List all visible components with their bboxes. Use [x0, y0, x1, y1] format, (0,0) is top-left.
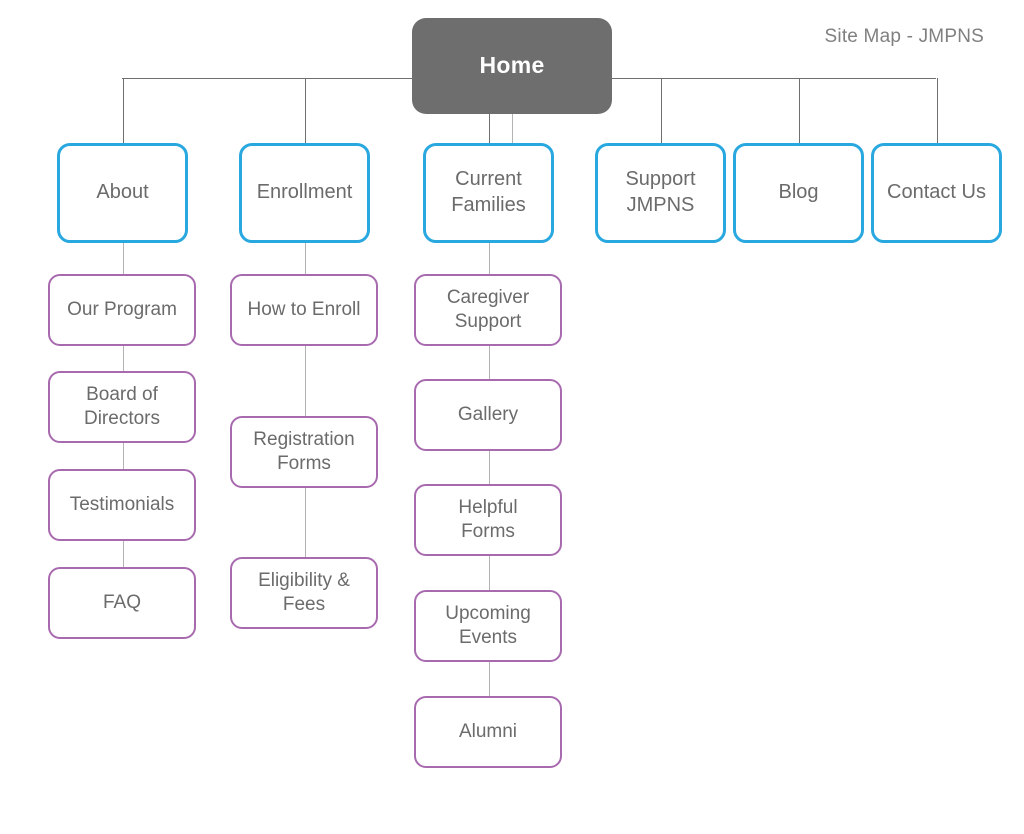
node-caregiver-support-label: Caregiver Support	[446, 286, 530, 332]
node-our-program-label: Our Program	[67, 298, 177, 320]
node-board-of-directors-label: Board of Directors	[83, 383, 160, 429]
node-current-families-label: Current Families	[451, 168, 526, 216]
node-enrollment[interactable]: Enrollment	[239, 143, 370, 243]
node-our-program[interactable]: Our Program	[48, 274, 196, 346]
connector-enrollment-2	[305, 488, 306, 557]
node-enrollment-label: Enrollment	[256, 181, 353, 204]
page-title: Site Map - JMPNS	[824, 26, 984, 47]
node-home[interactable]: Home	[412, 18, 612, 114]
connector-about-3	[123, 541, 124, 567]
connector-bus-to-blog	[799, 78, 800, 143]
connector-current-families-2	[489, 451, 490, 484]
connector-bus-to-enrollment	[305, 78, 306, 143]
connector-bus-to-contact-us	[937, 78, 938, 143]
node-about-label: About	[96, 181, 149, 204]
node-support-jmpns[interactable]: Support JMPNS	[595, 143, 726, 243]
node-support-jmpns-label: Support JMPNS	[625, 168, 696, 216]
node-blog-label: Blog	[778, 181, 819, 204]
node-contact-us-label: Contact Us	[887, 181, 986, 204]
node-registration-forms-label: Registration Forms	[253, 428, 355, 474]
connector-bus-to-about	[123, 78, 124, 143]
connector-bus-to-support-jmpns	[661, 78, 662, 143]
node-helpful-forms[interactable]: Helpful Forms	[414, 484, 562, 556]
node-testimonials[interactable]: Testimonials	[48, 469, 196, 541]
connector-current-families-0	[489, 243, 490, 274]
node-gallery-label: Gallery	[457, 403, 519, 425]
node-blog[interactable]: Blog	[733, 143, 864, 243]
node-eligibility-and-fees-label: Eligibility & Fees	[258, 569, 350, 615]
node-about[interactable]: About	[57, 143, 188, 243]
node-how-to-enroll[interactable]: How to Enroll	[230, 274, 378, 346]
root-stem	[512, 114, 513, 143]
node-caregiver-support[interactable]: Caregiver Support	[414, 274, 562, 346]
node-helpful-forms-label: Helpful Forms	[458, 496, 518, 542]
node-contact-us[interactable]: Contact Us	[871, 143, 1002, 243]
connector-enrollment-0	[305, 243, 306, 274]
node-registration-forms[interactable]: Registration Forms	[230, 416, 378, 488]
node-testimonials-label: Testimonials	[69, 493, 175, 515]
node-how-to-enroll-label: How to Enroll	[247, 298, 361, 320]
node-current-families[interactable]: Current Families	[423, 143, 554, 243]
node-alumni-label: Alumni	[458, 720, 518, 742]
node-alumni[interactable]: Alumni	[414, 696, 562, 768]
node-faq-label: FAQ	[102, 591, 141, 613]
node-board-of-directors[interactable]: Board of Directors	[48, 371, 196, 443]
connector-current-families-4	[489, 662, 490, 696]
connector-about-0	[123, 243, 124, 274]
node-faq[interactable]: FAQ	[48, 567, 196, 639]
connector-current-families-1	[489, 346, 490, 379]
connector-current-families-3	[489, 556, 490, 590]
connector-about-1	[123, 346, 124, 371]
connector-enrollment-1	[305, 346, 306, 416]
node-eligibility-and-fees[interactable]: Eligibility & Fees	[230, 557, 378, 629]
node-upcoming-events[interactable]: Upcoming Events	[414, 590, 562, 662]
node-upcoming-events-label: Upcoming Events	[445, 602, 531, 648]
node-gallery[interactable]: Gallery	[414, 379, 562, 451]
connector-about-2	[123, 443, 124, 469]
node-home-label: Home	[479, 52, 545, 79]
